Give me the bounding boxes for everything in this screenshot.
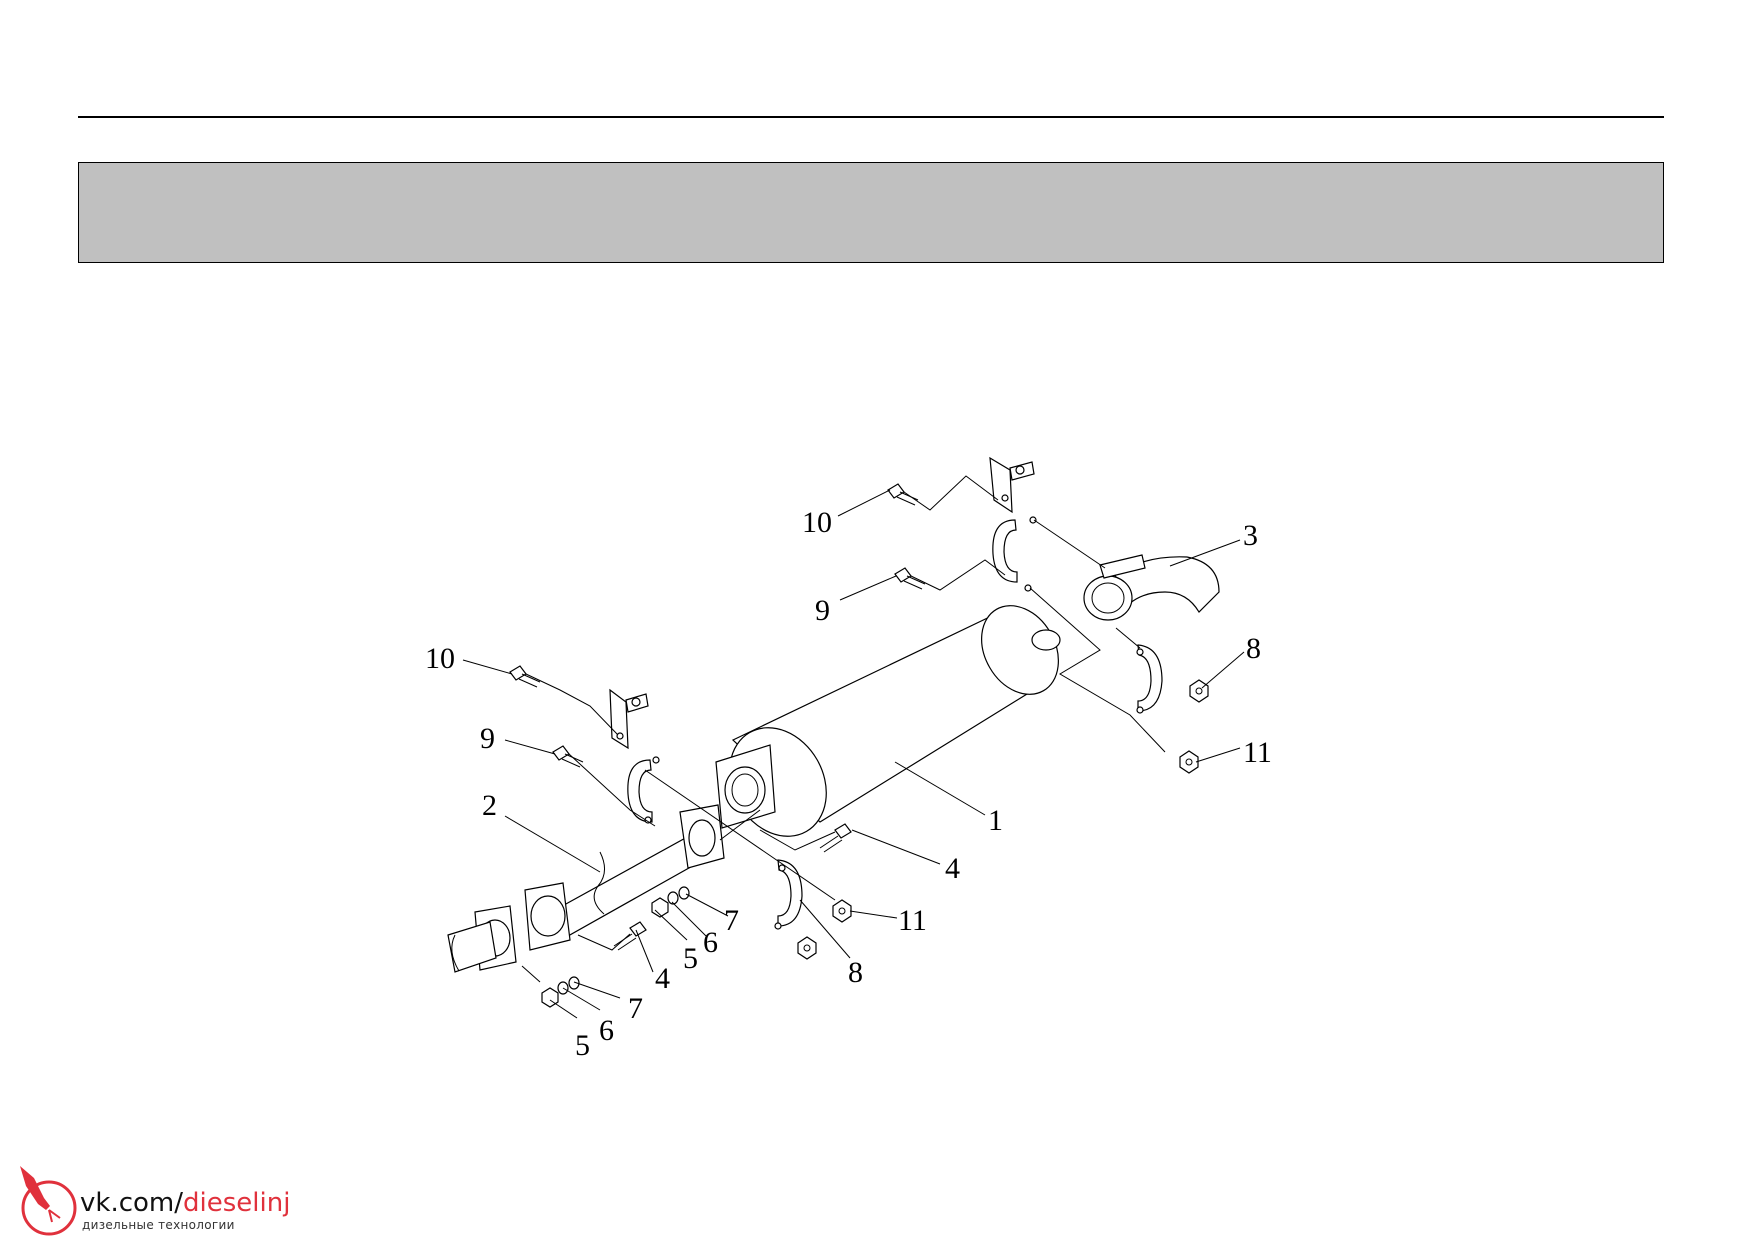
- callout-8-middle: 8: [848, 956, 863, 989]
- top-rule: [78, 116, 1664, 118]
- callout-9-lower: 9: [480, 722, 495, 755]
- nut-8-right: [1189, 679, 1209, 703]
- callout-2: 2: [482, 789, 497, 822]
- bolt-10-upper: [887, 483, 919, 506]
- callout-5-lower: 5: [575, 1029, 590, 1062]
- upper-clamp-right: [992, 516, 1037, 592]
- callout-11-right: 11: [1243, 736, 1272, 769]
- nut-11-right: [1179, 750, 1199, 774]
- injector-logo-icon: [20, 1166, 77, 1236]
- bolt-4-left: [613, 921, 647, 951]
- lower-bracket-left: [609, 688, 649, 750]
- bolt-4-right: [819, 823, 852, 853]
- exhaust-stub: [447, 905, 517, 973]
- bolt-9-upper: [894, 567, 926, 590]
- callout-7-lower: 7: [628, 992, 643, 1025]
- watermark-text: vk.com/dieselinj: [80, 1188, 290, 1218]
- callout-3: 3: [1243, 519, 1258, 552]
- callout-8-right: 8: [1246, 632, 1261, 665]
- bolt-10-lower: [509, 665, 541, 688]
- muffler-part: [715, 605, 1061, 837]
- bolt-9-lower: [552, 745, 584, 768]
- nut-8-middle: [797, 936, 817, 960]
- header-band: [78, 162, 1664, 263]
- callout-9-upper: 9: [815, 594, 830, 627]
- callout-6-upper: 6: [703, 926, 718, 959]
- watermark-accent: dieselinj: [183, 1188, 291, 1218]
- upper-bracket-right: [989, 456, 1035, 514]
- watermark-logo: vk.com/dieselinj дизельные технологии: [16, 1160, 316, 1239]
- elbow-part: [1083, 554, 1220, 621]
- middle-clamp: [774, 859, 803, 930]
- lower-clamp-left: [627, 756, 660, 824]
- nut-washer-stack-lower: [541, 976, 580, 1008]
- leader-lines: [462, 489, 1245, 1019]
- watermark-subtitle: дизельные технологии: [82, 1218, 235, 1232]
- callout-10-lower: 10: [425, 642, 455, 675]
- callout-11-middle: 11: [898, 904, 927, 937]
- callout-10-upper: 10: [802, 506, 832, 539]
- callout-7-upper: 7: [724, 904, 739, 937]
- pipe-part: [524, 804, 725, 951]
- callout-4-left: 4: [655, 962, 670, 995]
- assembly-guide-lines: [521, 475, 1166, 983]
- callout-6-lower: 6: [599, 1014, 614, 1047]
- callout-1: 1: [988, 804, 1003, 837]
- callout-4-right: 4: [945, 852, 960, 885]
- nut-11-middle: [832, 899, 852, 923]
- watermark-prefix: vk.com/: [80, 1188, 183, 1218]
- callout-5-upper: 5: [683, 942, 698, 975]
- lower-clamp-right: [1136, 644, 1163, 714]
- nut-washer-stack-upper: [651, 886, 690, 918]
